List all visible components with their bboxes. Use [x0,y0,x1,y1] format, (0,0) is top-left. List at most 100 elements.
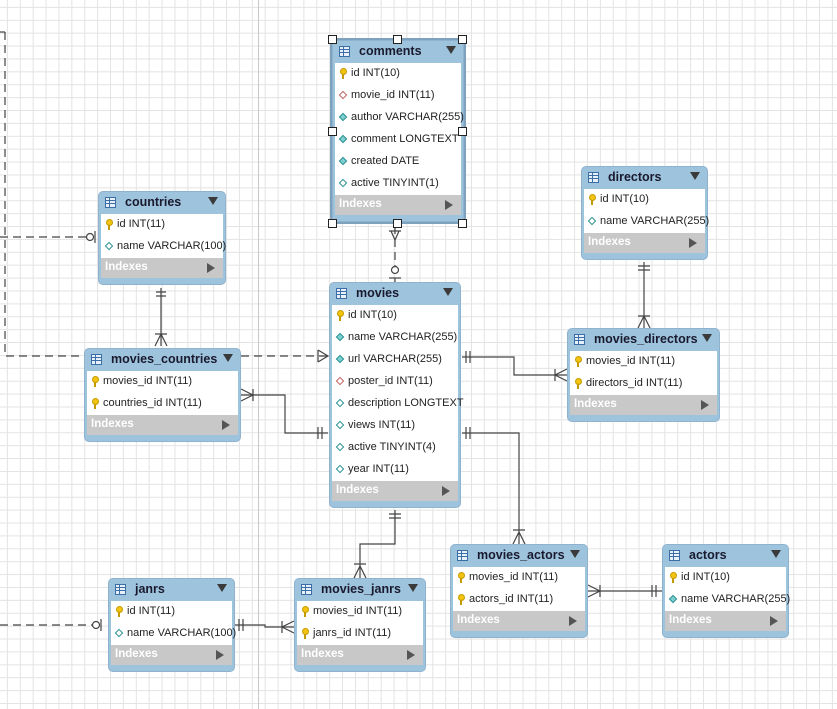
collapse-arrow-icon[interactable] [217,584,227,592]
column-row[interactable]: active TINYINT(4) [332,437,458,459]
expand-arrow-icon[interactable] [689,238,697,248]
selection-handle[interactable] [328,219,337,228]
column-row[interactable]: poster_id INT(11) [332,371,458,393]
column-row[interactable]: movies_id INT(11) [87,371,238,393]
table-header[interactable]: movies [330,283,460,305]
primary-key-icon [340,68,347,79]
column-row[interactable]: actors_id INT(11) [453,589,585,611]
indexes-label: Indexes [574,398,617,410]
column-row[interactable]: movies_id INT(11) [297,601,423,623]
selection-handle[interactable] [393,35,402,44]
table-movies[interactable]: movies id INT(10) name VARCHAR(255) url … [329,282,464,508]
column-row[interactable]: name VARCHAR(255) [665,589,790,611]
collapse-arrow-icon[interactable] [702,334,712,342]
column-row[interactable]: active TINYINT(1) [335,173,461,195]
table-header[interactable]: movies_directors [568,329,719,351]
table-header[interactable]: countries [99,192,225,214]
table-header[interactable]: janrs [109,579,234,601]
collapse-arrow-icon[interactable] [408,584,418,592]
column-row[interactable]: comment LONGTEXT [335,129,461,151]
table-countries[interactable]: countries id INT(11) name VARCHAR(100) I… [98,191,226,285]
column-row[interactable]: name VARCHAR(255) [332,327,458,349]
foreign-key-icon [335,376,345,386]
selection-handle[interactable] [328,35,337,44]
indexes-section[interactable]: Indexes [335,195,461,215]
selection-handle[interactable] [458,35,467,44]
expand-arrow-icon[interactable] [222,420,230,430]
table-header[interactable]: directors [582,167,707,189]
column-row[interactable]: movies_id INT(11) [453,567,585,589]
column-row[interactable]: id INT(10) [584,189,705,211]
selection-handle[interactable] [458,127,467,136]
table-comments[interactable]: comments id INT(10) movie_id INT(11) aut… [330,38,466,224]
table-movies-actors[interactable]: movies_actors movies_id INT(11) actors_i… [450,544,588,638]
collapse-arrow-icon[interactable] [570,550,580,558]
column-row[interactable]: description LONGTEXT [332,393,464,415]
table-header[interactable]: movies_janrs [295,579,425,601]
column-row[interactable]: author VARCHAR(255) [335,107,464,129]
indexes-section[interactable]: Indexes [101,258,223,278]
indexes-section[interactable]: Indexes [111,645,232,665]
collapse-arrow-icon[interactable] [771,550,781,558]
column-row[interactable]: id INT(10) [332,305,458,327]
column-row[interactable]: name VARCHAR(100) [101,236,226,258]
indexes-section[interactable]: Indexes [332,481,458,501]
column-row[interactable]: id INT(11) [101,214,223,236]
table-movies-janrs[interactable]: movies_janrs movies_id INT(11) janrs_id … [294,578,426,672]
table-directors[interactable]: directors id INT(10) name VARCHAR(255) I… [581,166,709,260]
column-row[interactable]: url VARCHAR(255) [332,349,458,371]
not-null-column-icon [338,156,348,166]
column-row[interactable]: janrs_id INT(11) [297,623,423,645]
expand-arrow-icon[interactable] [442,486,450,496]
table-header[interactable]: movies_actors [451,545,587,567]
column-row[interactable]: movies_id INT(11) [570,351,717,373]
column-row[interactable]: name VARCHAR(255) [584,211,709,233]
table-header[interactable]: movies_countries [85,349,240,371]
collapse-arrow-icon[interactable] [443,288,453,296]
table-actors[interactable]: actors id INT(10) name VARCHAR(255) Inde… [662,544,790,638]
indexes-section[interactable]: Indexes [584,233,705,253]
column-row[interactable]: id INT(10) [665,567,786,589]
indexes-label: Indexes [669,614,712,626]
column-row[interactable]: views INT(11) [332,415,458,437]
expand-arrow-icon[interactable] [216,650,224,660]
primary-key-icon [670,572,677,583]
expand-arrow-icon[interactable] [207,263,215,273]
indexes-section[interactable]: Indexes [297,645,423,665]
table-movies-directors[interactable]: movies_directors movies_id INT(11) direc… [567,328,720,422]
column-row[interactable]: directors_id INT(11) [570,373,717,395]
indexes-section[interactable]: Indexes [453,611,585,631]
expand-arrow-icon[interactable] [569,616,577,626]
selection-handle[interactable] [328,127,337,136]
column-row[interactable]: movie_id INT(11) [335,85,461,107]
collapse-arrow-icon[interactable] [690,172,700,180]
indexes-section[interactable]: Indexes [87,415,238,435]
table-movies-countries[interactable]: movies_countries movies_id INT(11) count… [84,348,241,442]
table-name: actors [689,548,727,562]
column-row[interactable]: id INT(10) [335,63,461,85]
column-row[interactable]: id INT(11) [111,601,232,623]
column-row[interactable]: name VARCHAR(100) [111,623,236,645]
column-row[interactable]: countries_id INT(11) [87,393,238,415]
column-row[interactable]: year INT(11) [332,459,458,481]
selection-handle[interactable] [393,219,402,228]
table-header[interactable]: actors [663,545,788,567]
collapse-arrow-icon[interactable] [208,197,218,205]
collapse-arrow-icon[interactable] [446,46,456,54]
expand-arrow-icon[interactable] [701,400,709,410]
table-icon [336,288,347,299]
nullable-column-icon [335,420,345,430]
column-text: movies_id INT(11) [313,605,403,617]
indexes-section[interactable]: Indexes [665,611,786,631]
expand-arrow-icon[interactable] [445,200,453,210]
indexes-section[interactable]: Indexes [570,395,717,415]
table-janrs[interactable]: janrs id INT(11) name VARCHAR(100) Index… [108,578,236,672]
collapse-arrow-icon[interactable] [223,354,233,362]
indexes-label: Indexes [339,198,382,210]
expand-arrow-icon[interactable] [770,616,778,626]
table-header[interactable]: comments [333,41,463,63]
not-null-column-icon [338,134,348,144]
selection-handle[interactable] [458,219,467,228]
expand-arrow-icon[interactable] [407,650,415,660]
column-row[interactable]: created DATE [335,151,461,173]
